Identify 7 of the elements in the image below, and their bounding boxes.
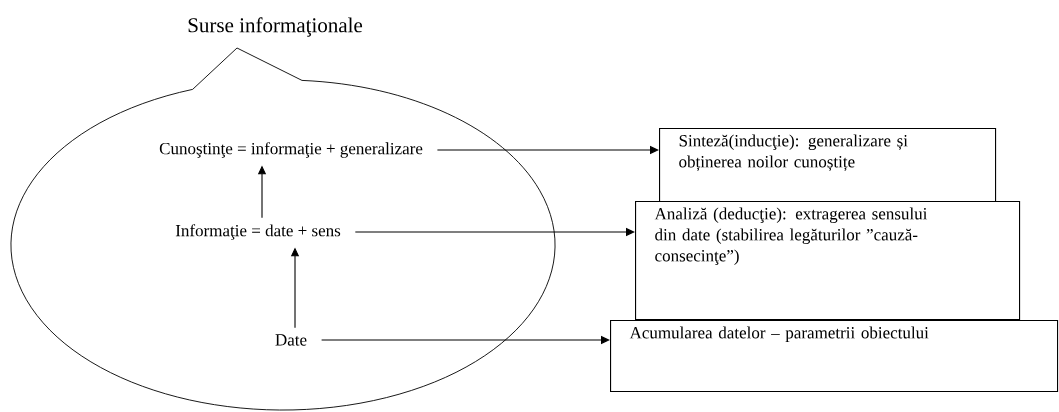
process-box: Analiză (deducţie): extragerea sensului din date (stabilirea legăturilor ”cauză-consecinţe”) [635, 201, 1021, 321]
node-label: Surse informaţionale [188, 17, 363, 37]
process-box: Acumularea datelor – parametrii obiectului [610, 320, 1059, 393]
process-box: Sinteză(inducţie): generalizare și obținerea noilor cunoștițe [659, 128, 997, 203]
equation-text: Informaţie = date + sens [175, 224, 341, 240]
equation-text: Date [275, 334, 307, 346]
equation-text: Cunoştinţe = informaţie + generalizare [159, 142, 423, 158]
